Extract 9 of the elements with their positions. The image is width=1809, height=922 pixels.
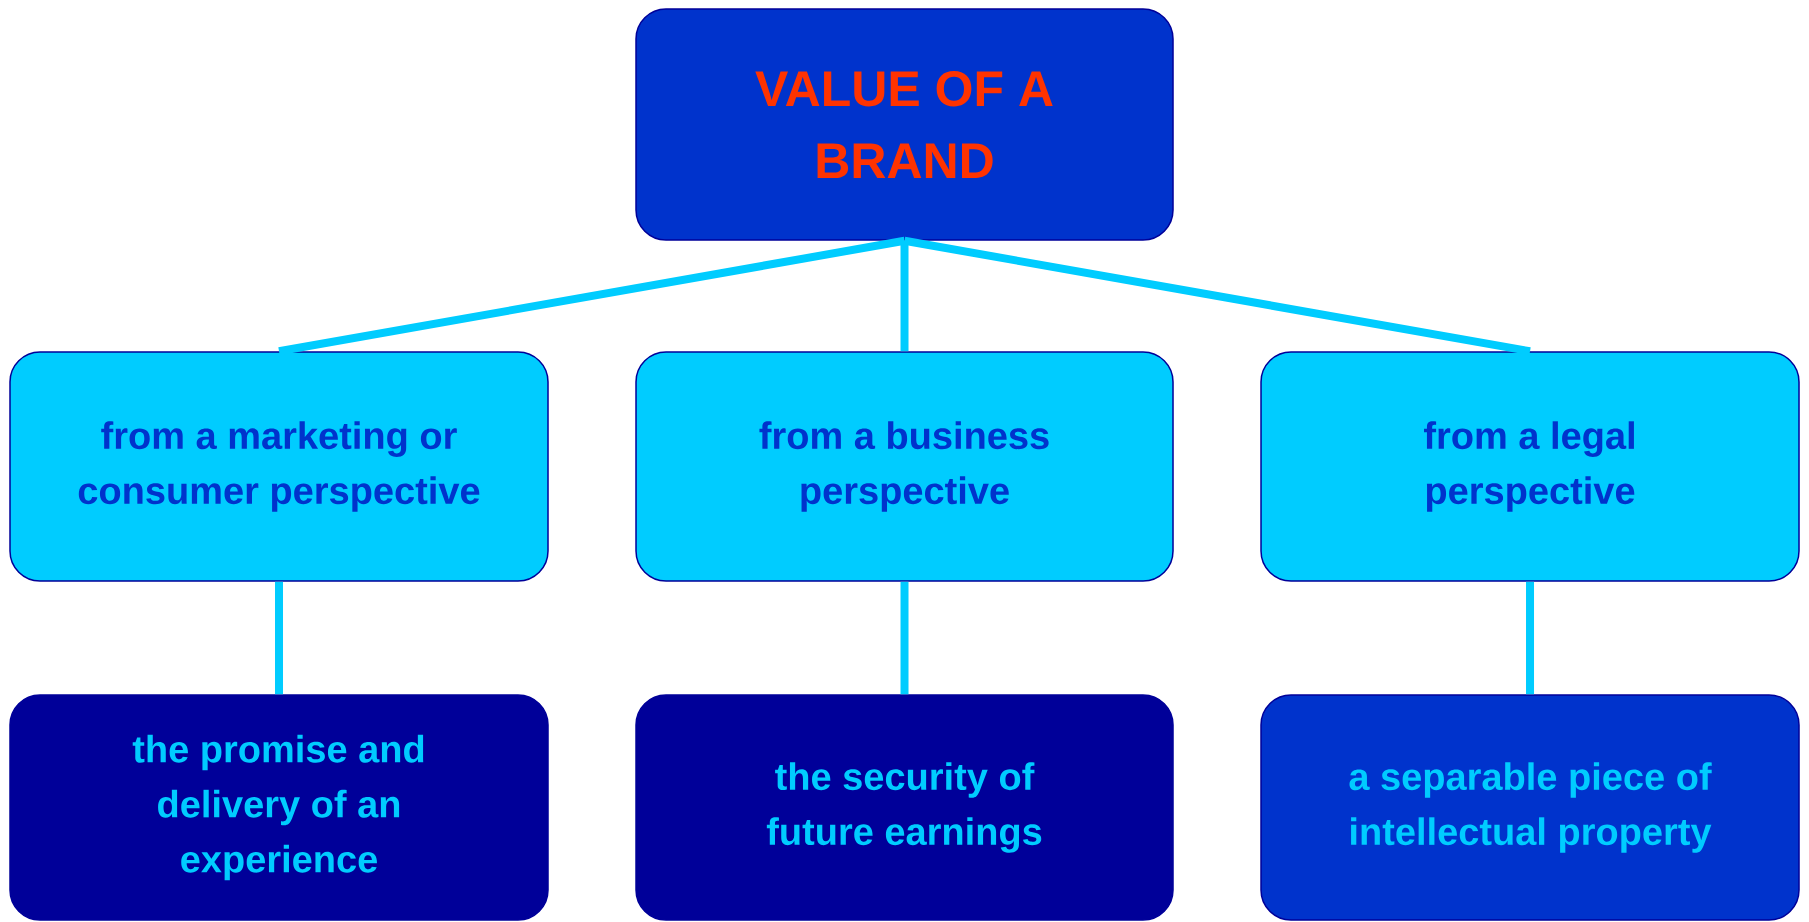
- definition-box: the promise and delivery of an experience: [9, 694, 549, 921]
- title-box: VALUE OF A BRAND: [635, 8, 1174, 241]
- connector: [903, 236, 1531, 356]
- definition-box: a separable piece of intellectual property: [1260, 694, 1800, 921]
- connector: [278, 236, 906, 356]
- category-box: from a business perspective: [635, 351, 1174, 582]
- category-box: from a marketing or consumer perspective: [9, 351, 549, 582]
- definition-box: the security of future earnings: [635, 694, 1174, 921]
- category-box: from a legal perspective: [1260, 351, 1800, 582]
